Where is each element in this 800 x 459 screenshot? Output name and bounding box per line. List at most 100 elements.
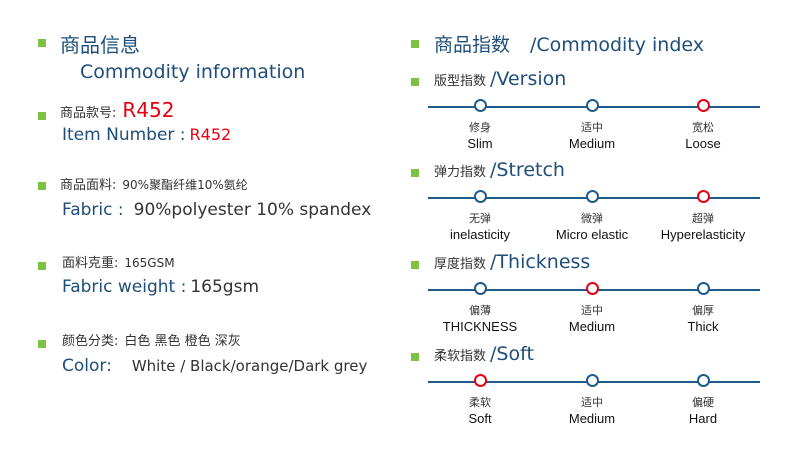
index-option-en: Medium xyxy=(568,136,616,151)
index-option-zh: 适中 xyxy=(581,396,603,409)
color-en: Color: White / Black/orange/Dark grey xyxy=(62,356,367,376)
index-title: 厚度指数/Thickness xyxy=(434,251,590,273)
index-header-bullet-icon xyxy=(411,40,419,48)
index-title: 弹力指数/Stretch xyxy=(434,159,565,181)
index-title-zh: 柔软指数 xyxy=(434,349,487,364)
fabric-en: Fabric : 90%polyester 10% spandex xyxy=(62,200,371,220)
index-dot-selected xyxy=(697,99,710,112)
index-option-en: Soft xyxy=(468,411,492,426)
index-title: 柔软指数/Soft xyxy=(434,343,534,365)
item-number-value-zh: R452 xyxy=(122,98,175,122)
index-option-label: 偏厚 Thick xyxy=(643,305,763,333)
item-number-value-en: R452 xyxy=(189,125,232,144)
index-option-label: 适中 Medium xyxy=(532,305,652,333)
index-option-zh: 修身 xyxy=(469,121,491,134)
index-header-en: /Commodity index xyxy=(530,34,705,56)
index-option-zh: 微弹 xyxy=(581,212,603,225)
item-number-bullet-icon xyxy=(38,112,46,120)
index-option-zh: 偏薄 xyxy=(469,304,491,317)
index-option-zh: 适中 xyxy=(581,304,603,317)
fabric-value-en: 90%polyester 10% spandex xyxy=(133,200,372,220)
index-dot-selected xyxy=(586,282,599,295)
index-title-en: /Thickness xyxy=(490,251,591,273)
index-dot xyxy=(474,282,487,295)
index-option-en: THICKNESS xyxy=(442,319,518,334)
index-dot xyxy=(697,282,710,295)
color-label-en: Color: xyxy=(62,356,112,376)
index-dot xyxy=(586,190,599,203)
index-option-label: 宽松 Loose xyxy=(643,122,763,150)
weight-value-zh: 165GSM xyxy=(124,256,175,270)
index-option-en: inelasticity xyxy=(450,227,510,242)
index-option-zh: 适中 xyxy=(581,121,603,134)
index-option-en: Medium xyxy=(568,319,616,334)
color-value-zh: 白色 黑色 橙色 深灰 xyxy=(124,334,241,349)
weight-label-en: Fabric weight : xyxy=(62,277,187,297)
index-scale-line xyxy=(428,99,760,112)
item-number-label-zh: 商品款号: xyxy=(60,106,117,121)
index-option-label: 适中 Medium xyxy=(532,397,652,425)
item-number-zh: 商品款号: R452 xyxy=(60,98,174,122)
index-option-zh: 偏硬 xyxy=(692,396,714,409)
index-option-label: 无弹 inelasticity xyxy=(420,213,540,241)
index-dot xyxy=(586,99,599,112)
index-header: 商品指数/Commodity index xyxy=(434,30,704,57)
index-option-zh: 偏厚 xyxy=(692,304,714,317)
index-option-label: 偏硬 Hard xyxy=(643,397,763,425)
index-option-en: Loose xyxy=(685,136,721,151)
index-option-zh: 无弹 xyxy=(469,212,491,225)
index-title-en: /Version xyxy=(490,68,567,90)
index-dot xyxy=(697,374,710,387)
color-bullet-icon xyxy=(38,340,46,348)
index-option-label: 适中 Medium xyxy=(532,122,652,150)
index-title-en: /Stretch xyxy=(490,159,565,181)
index-header-zh: 商品指数 xyxy=(434,34,511,56)
fabric-value-zh: 90%聚酯纤维10%氨纶 xyxy=(122,178,248,192)
index-option-label: 超弹 Hyperelasticity xyxy=(643,213,763,241)
index-option-en: Medium xyxy=(568,411,616,426)
index-option-en: Slim xyxy=(467,136,493,151)
page-title-en: Commodity information xyxy=(80,61,306,83)
index-dot xyxy=(586,374,599,387)
index-option-en: Hard xyxy=(688,411,718,426)
weight-label-zh: 面料克重: xyxy=(62,256,119,271)
index-dot xyxy=(474,190,487,203)
index-option-zh: 宽松 xyxy=(692,121,714,134)
weight-zh: 面料克重: 165GSM xyxy=(62,252,175,271)
fabric-bullet-icon xyxy=(38,182,46,190)
index-option-label: 柔软 Soft xyxy=(420,397,540,425)
index-dot xyxy=(474,99,487,112)
index-scale-line xyxy=(428,282,760,295)
item-number-en: Item Number :R452 xyxy=(62,125,231,145)
index-scale-line xyxy=(428,374,760,387)
index-option-en: Micro elastic xyxy=(555,227,629,242)
color-label-zh: 颜色分类: xyxy=(62,334,119,349)
header-bullet-icon xyxy=(38,39,46,47)
fabric-label-en: Fabric : xyxy=(62,200,124,220)
index-option-en: Hyperelasticity xyxy=(660,227,746,242)
fabric-zh: 商品面料: 90%聚酯纤维10%氨纶 xyxy=(60,174,248,193)
color-zh: 颜色分类: 白色 黑色 橙色 深灰 xyxy=(62,330,241,349)
weight-bullet-icon xyxy=(38,262,46,270)
index-option-label: 微弹 Micro elastic xyxy=(532,213,652,241)
index-option-label: 偏薄 THICKNESS xyxy=(420,305,540,333)
index-option-zh: 超弹 xyxy=(692,212,714,225)
index-title-en: /Soft xyxy=(490,343,534,365)
index-bullet-icon xyxy=(411,78,419,86)
index-dot-selected xyxy=(474,374,487,387)
item-number-label-en: Item Number : xyxy=(62,125,186,145)
index-option-en: Thick xyxy=(687,319,719,334)
index-title-zh: 版型指数 xyxy=(434,74,487,89)
index-title-zh: 厚度指数 xyxy=(434,257,487,272)
index-bullet-icon xyxy=(411,261,419,269)
color-value-en: White / Black/orange/Dark grey xyxy=(131,357,368,375)
page-title-zh: 商品信息 xyxy=(60,33,140,57)
index-bullet-icon xyxy=(411,169,419,177)
index-dot-selected xyxy=(697,190,710,203)
weight-en: Fabric weight :165gsm xyxy=(62,277,259,297)
index-option-zh: 柔软 xyxy=(469,396,491,409)
fabric-label-zh: 商品面料: xyxy=(60,178,117,193)
index-scale-line xyxy=(428,190,760,203)
index-bullet-icon xyxy=(411,353,419,361)
index-title: 版型指数/Version xyxy=(434,68,566,90)
